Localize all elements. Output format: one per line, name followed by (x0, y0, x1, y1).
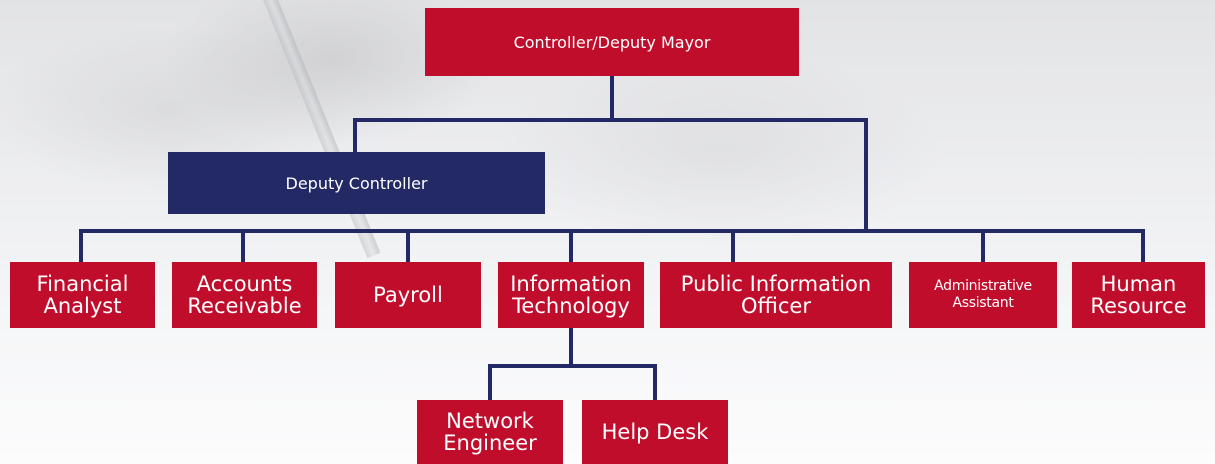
administrative-assistant-label: Administrative Assistant (934, 278, 1032, 311)
payroll-box: Payroll (335, 262, 481, 328)
public-information-officer-label: Public Information Officer (680, 272, 872, 318)
controller-deputy-mayor-label: Controller/Deputy Mayor (513, 32, 711, 52)
information-technology-label: Information Technology (510, 272, 632, 318)
accounts-receivable-label: Accounts Receivable (187, 272, 302, 318)
human-resource-label: Human Resource (1090, 272, 1187, 318)
help-desk-label: Help Desk (601, 420, 709, 444)
human-resource-box: Human Resource (1072, 262, 1205, 328)
network-engineer-box: Network Engineer (417, 400, 563, 464)
deputy-controller-box: Deputy Controller (168, 152, 545, 214)
financial-analyst-box: Financial Analyst (10, 262, 155, 328)
accounts-receivable-box: Accounts Receivable (172, 262, 317, 328)
financial-analyst-label: Financial Analyst (36, 272, 129, 318)
deputy-controller-label: Deputy Controller (285, 173, 428, 193)
administrative-assistant-box: Administrative Assistant (909, 262, 1057, 328)
information-technology-box: Information Technology (498, 262, 644, 328)
network-engineer-label: Network Engineer (443, 409, 537, 455)
controller-deputy-mayor-box: Controller/Deputy Mayor (425, 8, 799, 76)
payroll-label: Payroll (373, 283, 443, 307)
help-desk-box: Help Desk (582, 400, 728, 464)
public-information-officer-box: Public Information Officer (660, 262, 892, 328)
